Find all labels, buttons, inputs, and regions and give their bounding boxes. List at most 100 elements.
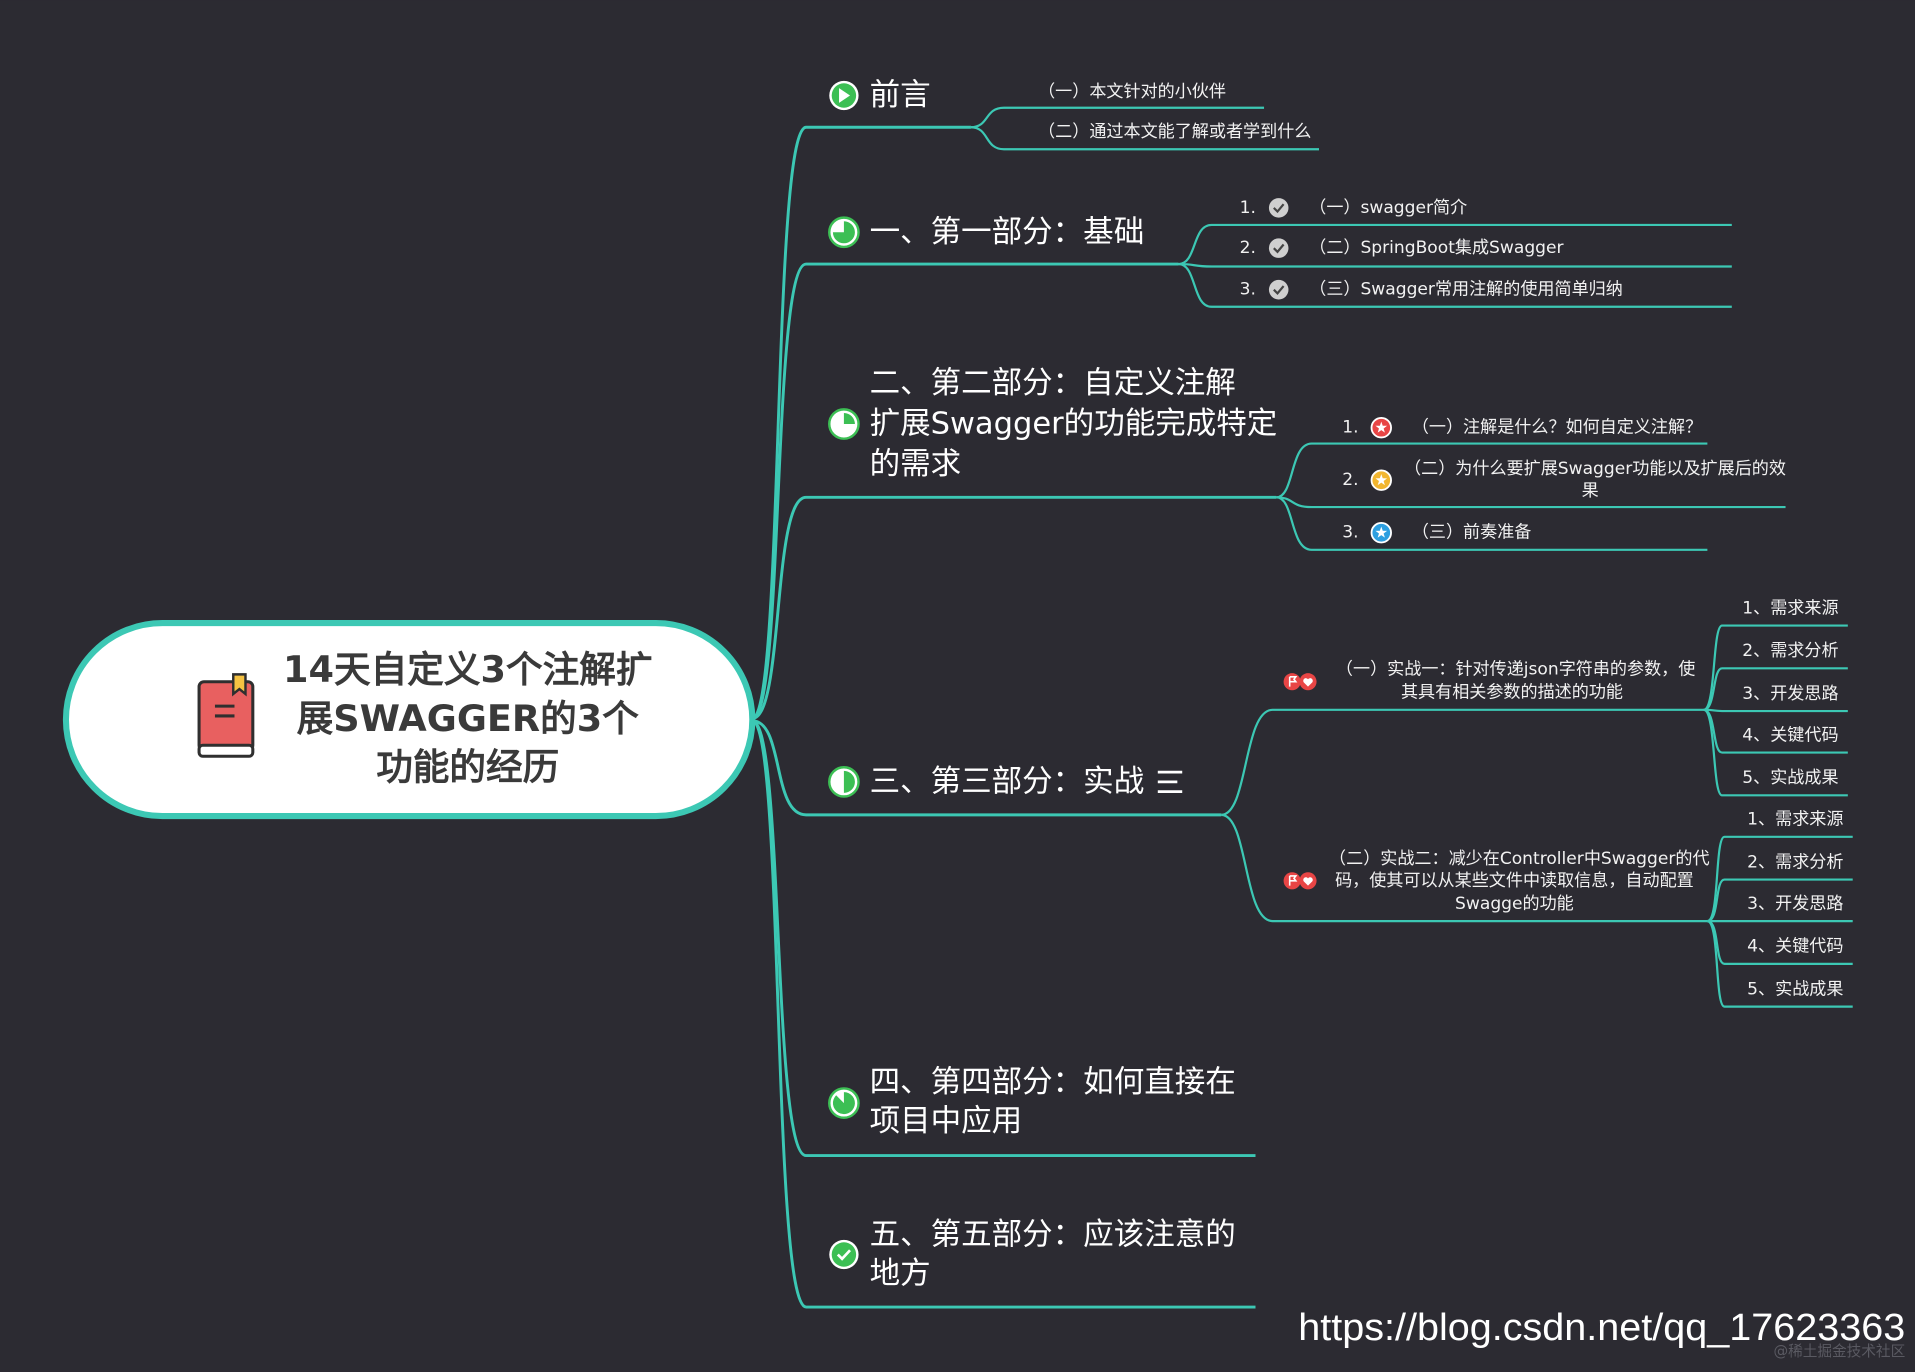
subtopic-label-line: （二）为什么要扩展Swagger功能以及扩展后的效 — [1404, 459, 1786, 479]
step-item[interactable]: 2、需求分析 — [1747, 852, 1843, 872]
subtopic-label: （三）前奏准备 — [1412, 523, 1532, 543]
url-watermark: https://blog.csdn.net/qq_17623363 — [1298, 1307, 1905, 1349]
subtopic-item[interactable]: 1. （一）注解是什么？如何自定义注解？ — [1342, 417, 1702, 439]
connector-part-five — [751, 719, 1256, 1309]
progress-icon — [828, 408, 860, 440]
branch-title-line: 地方 — [870, 1257, 931, 1292]
step-item[interactable]: 2、需求分析 — [1742, 641, 1838, 661]
item-number: 3. — [1342, 523, 1358, 543]
branch-title: 前言 — [870, 78, 931, 113]
subtopic-practice-two[interactable]: （二）实战二：减少在Controller中Swagger的代 码，使其可以从某些… — [1283, 849, 1710, 914]
progress-icon — [828, 765, 860, 798]
branch-title: 三、第三部分：实战 — [870, 764, 1145, 799]
subtopic-label: （二）SpringBoot集成Swagger — [1309, 238, 1564, 258]
subtopic-label: （三）Swagger常用注解的使用简单归纳 — [1309, 279, 1623, 300]
connector-practice-one-step — [1703, 708, 1848, 713]
star-blue-icon — [1370, 522, 1392, 544]
root-title-line: 14天自定义3个注解扩 — [283, 648, 652, 691]
connector-part-one-item — [1178, 262, 1732, 308]
step-item[interactable]: 5、实战成果 — [1742, 768, 1838, 788]
connector-part-two-item — [1275, 496, 1708, 551]
connector-practice-one-step — [1703, 667, 1848, 711]
subtopic-label-line: （一）实战一：针对传递json字符串的参数，使 — [1336, 659, 1695, 680]
step-item[interactable]: 4、关键代码 — [1742, 725, 1838, 745]
check-circle-icon — [829, 1239, 859, 1270]
main-connectors — [751, 125, 1277, 1309]
branch-part-three[interactable]: 三、第三部分：实战 （一）实战一：针对传递json字符串的参数，使 其具有相关参… — [828, 598, 1843, 999]
subtopic-label-line: 果 — [1582, 481, 1599, 501]
branch-part-one[interactable]: 一、第一部分：基础 1. （一）swagger简介 2. （二）SpringBo… — [828, 198, 1623, 300]
branch-title-line: 项目中应用 — [870, 1104, 1023, 1139]
step-item[interactable]: 3、开发思路 — [1747, 894, 1843, 914]
progress-fill — [832, 221, 855, 244]
subtopic-item[interactable]: 3. （三）Swagger常用注解的使用简单归纳 — [1240, 279, 1623, 300]
connector-preface-item — [970, 106, 1265, 129]
step-item[interactable]: 4、关键代码 — [1747, 937, 1843, 957]
item-number: 2. — [1240, 238, 1256, 258]
branch-title: 一、第一部分：基础 — [870, 215, 1145, 250]
subtopic-label-line: 码，使其可以从某些文件中读取信息，自动配置 — [1335, 870, 1694, 891]
subtopic-item[interactable]: 2. （二）SpringBoot集成Swagger — [1240, 238, 1565, 258]
branch-title-line: 四、第四部分：如何直接在 — [870, 1065, 1236, 1100]
site-watermark: @稀土掘金技术社区 — [1773, 1343, 1905, 1360]
subtopic-label: （一）注解是什么？如何自定义注解？ — [1412, 418, 1702, 438]
connector-part-two — [751, 495, 1277, 720]
subtopic-label[interactable]: （一）本文针对的小伙伴 — [1038, 82, 1226, 102]
connector-part-three-item — [1221, 813, 1708, 923]
connector-part-three-item — [1221, 708, 1704, 816]
subtopic-item[interactable]: 3. （三）前奏准备 — [1342, 522, 1532, 544]
root-title-line: 展SWAGGER的3个 — [297, 697, 640, 740]
subtopic-label: （一）swagger简介 — [1309, 198, 1467, 218]
book-icon — [197, 673, 255, 758]
subtopic-item[interactable]: 2. （二）为什么要扩展Swagger功能以及扩展后的效 果 — [1342, 459, 1786, 501]
progress-fill — [832, 1092, 855, 1115]
root-title-line: 功能的经历 — [376, 746, 559, 789]
subtopic-label[interactable]: （二）通过本文能了解或者学到什么 — [1038, 122, 1311, 142]
connector-part-one — [751, 262, 1179, 720]
connector-practice-two-step — [1706, 835, 1853, 923]
branch-preface[interactable]: 前言 （一）本文针对的小伙伴 （二）通过本文能了解或者学到什么 — [829, 78, 1311, 142]
play-circle-icon — [829, 80, 859, 111]
subtopic-item[interactable]: 1. （一）swagger简介 — [1240, 198, 1468, 218]
connector-preface-item — [970, 126, 1320, 151]
subtopic-practice-one[interactable]: （一）实战一：针对传递json字符串的参数，使 其具有相关参数的描述的功能 — [1283, 659, 1696, 703]
connector-part-three — [752, 719, 1222, 817]
flags-icon — [1283, 872, 1317, 890]
connector-practice-one-step — [1703, 624, 1848, 711]
progress-fill — [843, 413, 855, 425]
branch-title-line: 的需求 — [870, 447, 962, 482]
connector-practice-two-step — [1706, 878, 1853, 923]
subtopic-label-line: 其具有相关参数的描述的功能 — [1401, 683, 1623, 703]
branch-title-line: 扩展Swagger的功能完成特定 — [870, 407, 1278, 442]
flags-icon — [1283, 673, 1317, 691]
check-circle-icon — [1268, 238, 1289, 258]
step-item[interactable]: 3、开发思路 — [1742, 684, 1838, 704]
item-number: 1. — [1342, 418, 1358, 438]
star-red-icon — [1370, 417, 1392, 439]
check-circle-icon — [1268, 279, 1289, 300]
item-number: 1. — [1240, 198, 1256, 218]
item-number: 3. — [1240, 280, 1256, 300]
connector-practice-two-step — [1706, 920, 1853, 1008]
sub-connectors — [970, 106, 1853, 1008]
step-item[interactable]: 1、需求来源 — [1742, 598, 1838, 618]
progress-icon — [828, 1087, 860, 1119]
subtopic-label-line: （二）实战二：减少在Controller中Swagger的代 — [1329, 849, 1710, 869]
branch-part-five[interactable]: 五、第五部分：应该注意的 地方 — [829, 1217, 1236, 1292]
connector-practice-one-step — [1703, 708, 1848, 797]
subtopic-label-line: Swagge的功能 — [1455, 894, 1574, 914]
check-circle-icon — [1268, 198, 1289, 218]
notes-icon[interactable] — [1157, 770, 1183, 793]
connector-part-one-item — [1178, 223, 1732, 266]
root-node[interactable]: 14天自定义3个注解扩 展SWAGGER的3个 功能的经历 — [62, 620, 756, 820]
item-number: 2. — [1342, 470, 1358, 490]
step-item[interactable]: 1、需求来源 — [1747, 810, 1843, 830]
star-yellow-icon — [1370, 469, 1392, 491]
step-item[interactable]: 5、实战成果 — [1747, 979, 1843, 999]
branch-title-line: 二、第二部分：自定义注解 — [870, 366, 1236, 401]
progress-fill — [843, 770, 855, 793]
connector-part-two-item — [1275, 442, 1708, 499]
branch-part-two[interactable]: 二、第二部分：自定义注解 扩展Swagger的功能完成特定 的需求 1. （一）… — [828, 366, 1786, 544]
branch-part-four[interactable]: 四、第四部分：如何直接在 项目中应用 — [828, 1065, 1236, 1139]
